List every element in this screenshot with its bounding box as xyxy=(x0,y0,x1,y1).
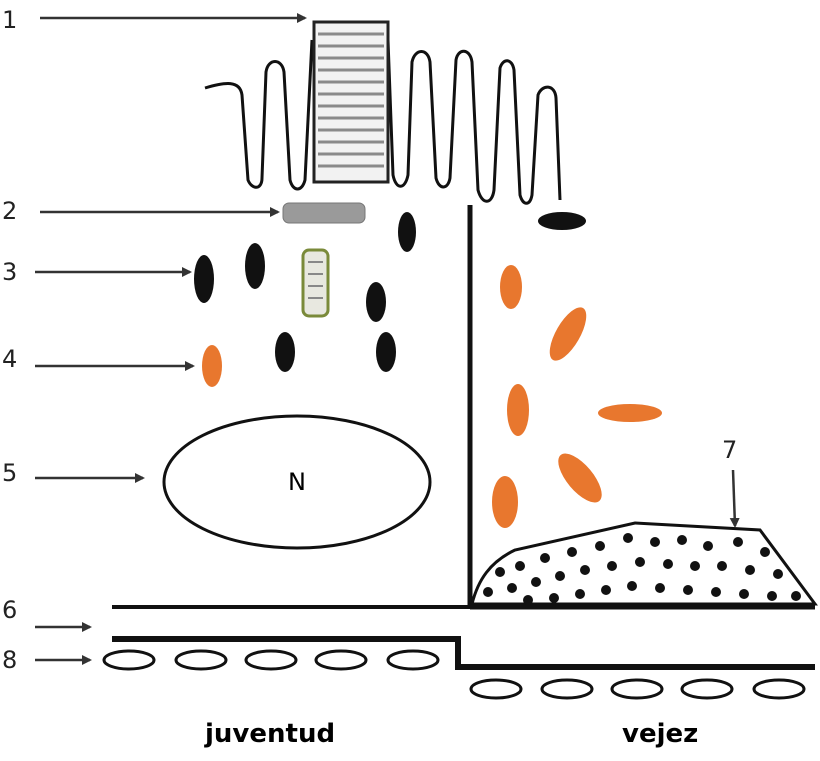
label-4: 4 xyxy=(2,345,17,373)
orange-granule-young xyxy=(202,345,222,387)
microvilli-membrane xyxy=(204,39,562,205)
label-3: 3 xyxy=(2,258,17,286)
black-granule-old xyxy=(538,212,586,230)
dotted-deposit xyxy=(470,521,818,606)
label-8: 8 xyxy=(2,646,17,674)
black-granules-young xyxy=(194,212,416,372)
label-2: 2 xyxy=(2,197,17,225)
label-5: 5 xyxy=(2,459,17,487)
caption-old-age: vejez xyxy=(622,719,698,749)
nucleus xyxy=(162,414,432,550)
label-1: 1 xyxy=(2,6,17,34)
stacked-membrane-block xyxy=(312,20,390,184)
caption-youth: juventud xyxy=(204,719,335,749)
capillaries-young xyxy=(102,649,440,671)
arrow-7 xyxy=(729,469,740,528)
orange-granules-old xyxy=(492,265,662,528)
capillaries-old xyxy=(469,678,806,700)
basement-membrane xyxy=(112,636,815,670)
grey-granule xyxy=(282,202,366,224)
mitochondrion xyxy=(301,248,330,318)
label-6: 6 xyxy=(2,596,17,624)
label-7: 7 xyxy=(722,436,737,464)
nucleus-label: N xyxy=(288,468,306,496)
